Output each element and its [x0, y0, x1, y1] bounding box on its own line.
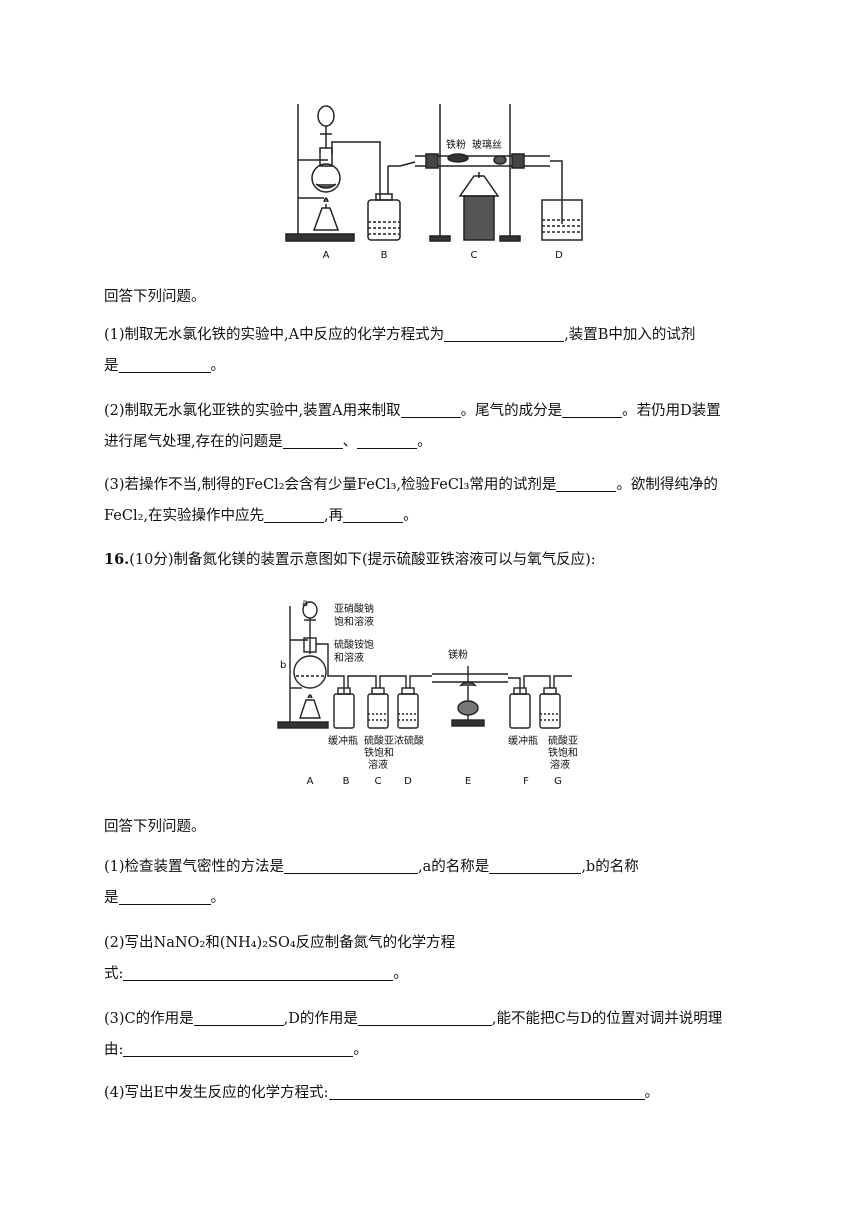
q1-p3-text-a: (3)若操作不当,制得的FeCl₂会含有少量FeCl₃,检验FeCl₃常用的试剂… [104, 477, 557, 493]
answer-blank-10[interactable] [284, 857, 419, 874]
fig2-label-d: D [404, 776, 412, 787]
fig1-label-d: D [555, 250, 563, 261]
intro-2: 回答下列问题。 [104, 819, 206, 835]
q2-p1-end: 。 [210, 890, 226, 906]
fig2-reagent-mg: 镁粉 [448, 648, 468, 661]
apparatus-diagram-2: 亚硝酸钠 饱和溶液 硫酸铵饱 和溶液 a b 镁粉 缓冲瓶 硫酸亚 铁饱和 溶液… [277, 598, 578, 787]
q1-p1-text-c: 是 [104, 358, 119, 374]
q2-p1-text-a: (1)检查装置气密性的方法是 [104, 859, 285, 875]
q2-p1-text-c: ,b的名称 [581, 859, 639, 875]
fig2-label-f: F [523, 776, 529, 787]
answer-blank-17[interactable] [328, 1083, 645, 1100]
fig2-reagent-b1: 硫酸铵饱 [334, 638, 374, 651]
q2-p3-text-a: (3)C的作用是 [104, 1011, 194, 1027]
answer-blank-3[interactable] [400, 401, 461, 418]
q2-p3-text-c: ,能不能把C与D的位置对调并说明理 [491, 1011, 723, 1027]
q2-p1-text-d: 是 [104, 890, 119, 906]
q1-p2-text-b: 。尾气的成分是 [460, 403, 563, 419]
q1-p3-text-c: FeCl₂,在实验操作中应先 [104, 508, 265, 524]
fig2-bottle-c3: 溶液 [368, 758, 388, 771]
q1-p1-text-a: (1)制取无水氯化铁的实验中,A中反应的化学方程式为 [104, 327, 445, 343]
answer-blank-2[interactable] [118, 356, 211, 373]
fig2-mark-a: a [302, 598, 308, 609]
fig2-label-g: G [554, 776, 562, 787]
question-16-number: 16. [104, 551, 130, 568]
answer-blank-7[interactable] [556, 475, 617, 492]
intro-1: 回答下列问题。 [104, 289, 206, 305]
fig2-reagent-b2: 和溶液 [334, 651, 364, 664]
answer-blank-4[interactable] [562, 401, 623, 418]
answer-blank-9[interactable] [343, 506, 404, 523]
fig2-mark-b: b [280, 660, 286, 671]
fig2-bottle-g1: 硫酸亚 [548, 734, 578, 747]
q1-p2-text-d: 进行尾气处理,存在的问题是 [104, 434, 283, 450]
q2-p2-text-a: (2)写出NaNO₂和(NH₄)₂SO₄反应制备氮气的化学方程 [104, 935, 456, 951]
q2-p4-end: 。 [644, 1085, 660, 1101]
fig2-bottle-c2: 铁饱和 [364, 746, 394, 759]
fig2-bottle-c1: 硫酸亚 [364, 734, 394, 747]
answer-blank-11[interactable] [489, 857, 582, 874]
question-16-text: (10分)制备氮化镁的装置示意图如下(提示硫酸亚铁溶液可以与氧气反应): [129, 552, 596, 568]
q1-part2: (2)制取无水氯化亚铁的实验中,装置A用来制取 。尾气的成分是 。若仍用D装置 进行… [104, 396, 764, 458]
q2-p3-end: 。 [353, 1042, 368, 1058]
q1-p1-end: 。 [210, 358, 226, 374]
answer-blank-8[interactable] [264, 506, 325, 523]
answer-blank-14[interactable] [193, 1009, 284, 1026]
q1-p3-text-d: ,再 [324, 508, 344, 524]
fig2-reagent-a2: 饱和溶液 [334, 615, 374, 628]
fig1-label-iron-powder: 铁粉 [446, 138, 466, 151]
q1-p2-text-c: 。若仍用D装置 [622, 403, 721, 419]
fig2-reagent-a1: 亚硝酸钠 [334, 602, 374, 615]
q1-p3-text-b: 。欲制得纯净的 [616, 477, 718, 493]
q1-p1-text-b: ,装置B中加入的试剂 [564, 327, 696, 343]
fig2-bottle-g3: 溶液 [550, 758, 570, 771]
q1-p3-end: 。 [403, 508, 418, 524]
answer-blank-13[interactable] [123, 964, 394, 981]
fig2-bottle-d: 浓硫酸 [394, 734, 424, 747]
fig2-label-e: E [465, 776, 471, 787]
answer-blank-1[interactable] [444, 325, 565, 342]
q2-p2-text-b: 式: [104, 966, 124, 982]
q2-p4-text-a: (4)写出E中发生反应的化学方程式: [104, 1085, 329, 1101]
fig2-bottle-f: 缓冲瓶 [508, 734, 538, 747]
q2-part2: (2)写出NaNO₂和(NH₄)₂SO₄反应制备氮气的化学方程 式: 。 [104, 928, 764, 990]
q1-part1: (1)制取无水氯化铁的实验中,A中反应的化学方程式为 ,装置B中加入的试剂 是 。 [104, 320, 764, 382]
answer-blank-16[interactable] [123, 1040, 354, 1057]
answer-blank-15[interactable] [357, 1009, 492, 1026]
q1-p2-text-a: (2)制取无水氯化亚铁的实验中,装置A用来制取 [104, 403, 401, 419]
fig2-label-c: C [375, 776, 382, 787]
q2-p3-text-d: 由: [104, 1042, 124, 1058]
question-16-stem: 16.(10分)制备氮化镁的装置示意图如下(提示硫酸亚铁溶液可以与氧气反应): [104, 544, 764, 576]
fig2-bottle-g2: 铁饱和 [548, 746, 578, 759]
q2-part4: (4)写出E中发生反应的化学方程式: 。 [104, 1078, 764, 1109]
fig2-label-a: A [307, 776, 314, 787]
answer-blank-12[interactable] [118, 888, 211, 905]
q1-part3: (3)若操作不当,制得的FeCl₂会含有少量FeCl₃,检验FeCl₃常用的试剂… [104, 470, 764, 532]
q1-p2-sep: 、 [342, 434, 358, 450]
fig1-label-b: B [381, 250, 388, 261]
q2-p1-text-b: ,a的名称是 [418, 859, 490, 875]
q2-part3: (3)C的作用是 ,D的作用是 ,能不能把C与D的位置对调并说明理 由: 。 [104, 1004, 764, 1066]
q2-p2-end: 。 [393, 966, 408, 982]
answer-blank-5[interactable] [282, 432, 343, 449]
q2-part1: (1)检查装置气密性的方法是 ,a的名称是 ,b的名称 是 。 [104, 852, 764, 914]
fig1-label-a: A [323, 250, 330, 261]
apparatus-diagram-1: A B C D 铁粉 玻璃丝 [285, 104, 583, 261]
fig1-label-c: C [471, 250, 478, 261]
answer-blank-6[interactable] [357, 432, 418, 449]
q2-p3-text-b: ,D的作用是 [283, 1011, 358, 1027]
fig2-bottle-b: 缓冲瓶 [328, 734, 358, 747]
fig1-label-glass-wool: 玻璃丝 [472, 138, 502, 151]
q1-p2-end: 。 [417, 434, 432, 450]
fig2-label-b: B [343, 776, 350, 787]
